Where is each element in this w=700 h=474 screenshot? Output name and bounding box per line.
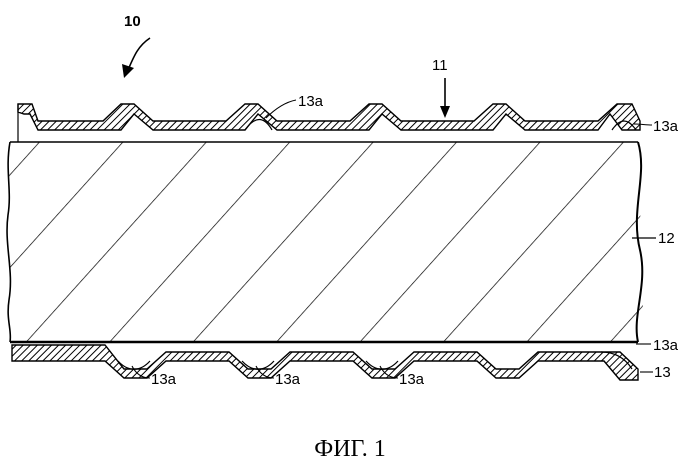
label-11-arrowhead <box>440 106 450 118</box>
label-13: 13 <box>654 364 671 381</box>
label-11-group: 11 <box>432 57 450 118</box>
lower-right-labels: 13a 13 <box>636 337 679 381</box>
label-10-arrowhead <box>122 64 134 78</box>
core-rod <box>0 140 660 345</box>
label-13a-upper-left: 13a <box>298 93 324 110</box>
figure-caption: ФИГ. 1 <box>314 436 385 462</box>
lower-corrugated-sleeve <box>12 345 638 380</box>
upper-corrugated-sleeve <box>18 104 640 142</box>
label-13a-lower-2: 13a <box>275 371 301 388</box>
label-10-leader <box>128 38 150 70</box>
label-13a-lower-1: 13a <box>151 371 177 388</box>
label-13a-upper-right: 13a <box>653 118 679 135</box>
label-13a-lower-right: 13a <box>653 337 679 354</box>
label-10-group: 10 <box>122 13 150 78</box>
label-12: 12 <box>658 230 675 247</box>
label-10: 10 <box>124 13 141 30</box>
label-13a-lower-3: 13a <box>399 371 425 388</box>
label-11: 11 <box>432 57 448 74</box>
